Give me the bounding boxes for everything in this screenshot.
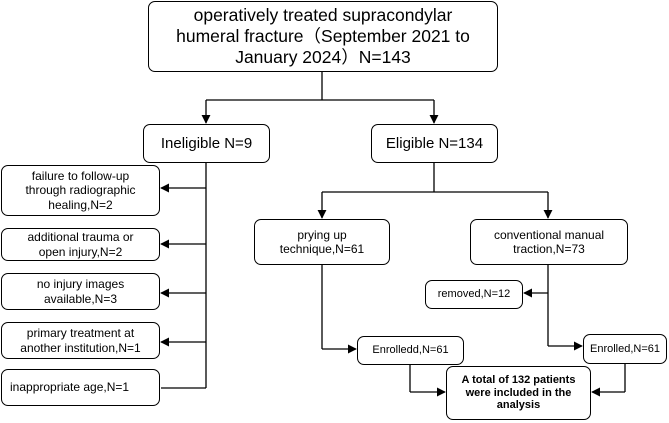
exclusion-reason-box: no injury images available,N=3 (1, 273, 160, 310)
title-box: operatively treated supracondylar humera… (148, 1, 498, 72)
conventional-traction-box: conventional manual traction,N=73 (470, 219, 628, 265)
exclusion-reason-box: additional trauma or open injury,N=2 (1, 228, 160, 261)
enrolled-left-box: Enrolledd,N=61 (357, 336, 464, 365)
enrolled-right-box: Enrolled,N=61 (583, 334, 667, 364)
prying-technique-box: prying up technique,N=61 (254, 219, 390, 265)
total-analysis-box: A total of 132 patients were included in… (446, 366, 591, 420)
removed-box: removed,N=12 (425, 280, 523, 309)
ineligible-box: Ineligible N=9 (143, 124, 270, 163)
exclusion-reason-box: inappropriate age,N=1 (1, 369, 160, 406)
eligible-box: Eligible N=134 (371, 124, 498, 163)
exclusion-reason-box: failure to follow-up through radiographi… (1, 165, 160, 216)
exclusion-reason-box: primary treatment at another institution… (1, 322, 160, 359)
